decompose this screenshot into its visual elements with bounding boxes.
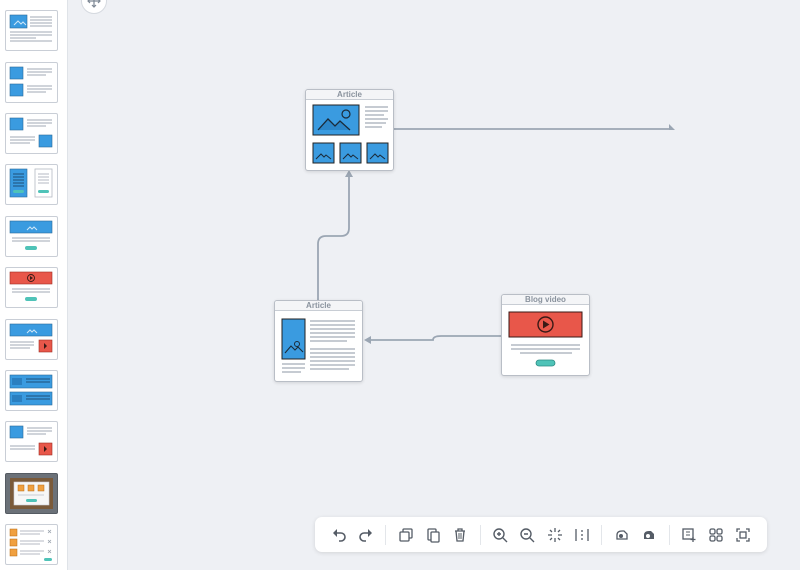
- template-thumb-gallery-popup[interactable]: [5, 473, 58, 514]
- video-play-icon: [508, 311, 583, 367]
- add-frame-icon: [682, 527, 696, 542]
- node-title: Article: [275, 301, 362, 311]
- node-title: Blog video: [502, 295, 589, 305]
- node-article-bottom[interactable]: Article: [274, 300, 363, 382]
- auto-layout-icon: [547, 527, 562, 542]
- template-thumb-two-images-text[interactable]: [5, 62, 58, 103]
- zoom-out-button[interactable]: [514, 521, 541, 549]
- move-handle[interactable]: [81, 0, 107, 14]
- zoom-in-icon: [493, 527, 508, 542]
- delete-button[interactable]: [447, 521, 474, 549]
- theme-light-icon: [616, 529, 628, 540]
- toolbar-divider: [479, 524, 481, 545]
- redo-icon: [358, 528, 372, 542]
- paste-icon: [427, 527, 440, 543]
- template-thumb-image-banner-button[interactable]: [5, 216, 58, 257]
- delete-icon: [455, 527, 466, 542]
- arrowhead-article-bottom: [364, 336, 371, 344]
- duplicate-button[interactable]: [392, 521, 419, 549]
- node-blog-video[interactable]: Blog video: [501, 294, 590, 376]
- template-thumb-image-text-image[interactable]: [5, 113, 58, 154]
- paste-button[interactable]: [419, 521, 446, 549]
- template-thumb-two-image-rows[interactable]: [5, 370, 58, 411]
- connector-layer: [317, 124, 675, 344]
- zoom-out-icon: [520, 527, 535, 542]
- fit-screen-button[interactable]: [730, 521, 757, 549]
- theme-dark-icon: [644, 530, 655, 539]
- template-thumb-checklist[interactable]: [5, 524, 58, 565]
- gallery-article-icon: [312, 104, 389, 164]
- arrowhead-open-end: [669, 124, 675, 130]
- node-article-top[interactable]: Article: [305, 89, 394, 171]
- template-thumb-two-column-document[interactable]: [5, 164, 58, 205]
- theme-dark-button[interactable]: [635, 521, 662, 549]
- redo-button[interactable]: [352, 521, 379, 549]
- flow-canvas[interactable]: Article Article Bl: [69, 0, 800, 570]
- auto-layout-button[interactable]: [541, 521, 568, 549]
- toolbar-divider: [668, 524, 670, 545]
- duplicate-icon: [399, 527, 413, 542]
- template-thumb-image-and-video[interactable]: [5, 319, 58, 360]
- arrowhead-article-top: [345, 170, 353, 177]
- undo-icon: [332, 528, 346, 542]
- template-thumb-image-left-text[interactable]: [5, 10, 58, 51]
- group-icon: [709, 527, 723, 542]
- group-button[interactable]: [703, 521, 730, 549]
- move-icon: [87, 0, 101, 8]
- align-button[interactable]: [568, 521, 595, 549]
- template-sidebar: [0, 0, 68, 570]
- align-icon: [575, 528, 589, 541]
- bottom-toolbar: [315, 517, 767, 552]
- theme-light-button[interactable]: [608, 521, 635, 549]
- undo-button[interactable]: [325, 521, 352, 549]
- toolbar-divider: [385, 524, 387, 545]
- node-title: Article: [306, 90, 393, 100]
- toolbar-divider: [601, 524, 603, 545]
- connector-article-to-article: [317, 176, 350, 300]
- document-article-icon: [281, 318, 355, 373]
- template-thumb-video-banner-button[interactable]: [5, 267, 58, 308]
- zoom-in-button[interactable]: [487, 521, 514, 549]
- template-thumb-image-text-video[interactable]: [5, 421, 58, 462]
- add-frame-button[interactable]: [676, 521, 703, 549]
- fit-screen-icon: [736, 527, 751, 542]
- connector-video-to-article: [370, 335, 501, 341]
